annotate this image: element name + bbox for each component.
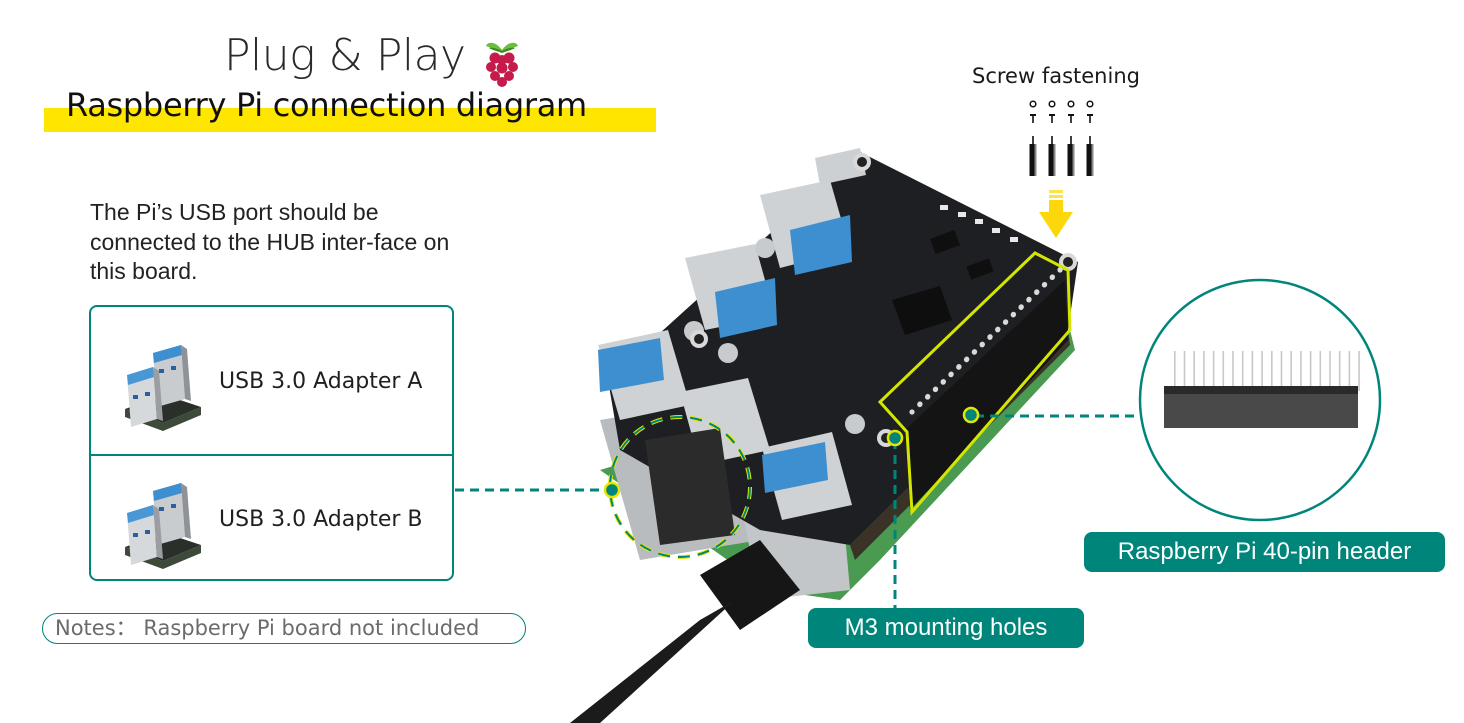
usb-adapter-plugged: [645, 428, 735, 545]
gpio-pin: [932, 386, 938, 393]
pin: [1203, 351, 1205, 391]
usb-adapter-icon: [125, 345, 201, 431]
gpio-pin: [979, 342, 985, 348]
adapter-label: USB 3.0 Adapter B: [219, 507, 423, 532]
gpio-pin: [987, 334, 993, 340]
gpio-pin: [1010, 312, 1016, 318]
usb-port-usb2: [685, 244, 777, 338]
gpio-pin: [971, 349, 977, 355]
adapter-label: USB 3.0 Adapter A: [219, 369, 423, 394]
gpio-pin: [1034, 289, 1040, 296]
pin: [1193, 351, 1195, 391]
gpio-pin: [924, 394, 931, 400]
adapter-item-a: USB 3.0 Adapter A: [91, 315, 452, 451]
pin: [1348, 351, 1351, 391]
usb-port-usb3: [760, 180, 852, 275]
pin: [1338, 351, 1341, 391]
pin-header-callout: Raspberry Pi 40-pin header: [1084, 532, 1445, 572]
gpio-pin: [963, 357, 970, 363]
pin: [1222, 351, 1225, 391]
pin: [1271, 351, 1273, 391]
mounting-holes-callout: M3 mounting holes: [808, 608, 1084, 648]
screw-fastening-label: Screw fastening: [972, 64, 1140, 88]
usb-port-usb1: [598, 330, 690, 420]
pin: [1290, 351, 1292, 391]
gpio-pin: [909, 409, 915, 415]
gpio-pin: [1049, 274, 1055, 281]
adapter-list: USB 3.0 Adapter A USB 3.0 Adapter B: [89, 305, 454, 581]
pin: [1300, 351, 1302, 391]
usb-c-port: [815, 148, 866, 185]
gpio-pin: [995, 327, 1001, 333]
usb-cable: [570, 600, 735, 723]
gpio-pin: [948, 372, 954, 378]
adapter-item-b: USB 3.0 Adapter B: [91, 453, 452, 589]
gpio-pin: [940, 379, 946, 385]
pin: [1251, 351, 1254, 391]
pin: [1319, 351, 1322, 391]
gpio-pin: [1002, 319, 1009, 325]
instruction-text: The Pi’s USB port should be connected to…: [90, 199, 450, 284]
pin: [1241, 351, 1244, 391]
usb-adapter-icon: [125, 483, 201, 569]
pin: [1183, 351, 1186, 391]
pin: [1358, 351, 1360, 391]
pin: [1329, 351, 1331, 391]
gpio-pin: [1018, 304, 1024, 310]
subtitle-highlight: [44, 108, 656, 132]
pin-header-detail: [1138, 278, 1382, 522]
pin: [1232, 351, 1234, 391]
gpio-pin: [1026, 297, 1032, 303]
gpio-pin: [956, 364, 962, 370]
usb-port-usb4: [762, 432, 852, 520]
page-title: Plug & Play: [224, 30, 466, 81]
pin: [1261, 351, 1263, 391]
pin: [1174, 351, 1176, 391]
notes-badge: Notes： Raspberry Pi board not included: [42, 613, 526, 644]
divider: [91, 454, 452, 456]
pin: [1309, 351, 1312, 391]
gpio-pin: [1041, 282, 1048, 288]
page-subtitle: Raspberry Pi connection diagram: [66, 86, 587, 124]
pin: [1212, 351, 1215, 391]
gpio-pin: [917, 401, 923, 408]
raspberry-pi-logo-icon: [486, 42, 518, 87]
pin: [1280, 351, 1283, 391]
